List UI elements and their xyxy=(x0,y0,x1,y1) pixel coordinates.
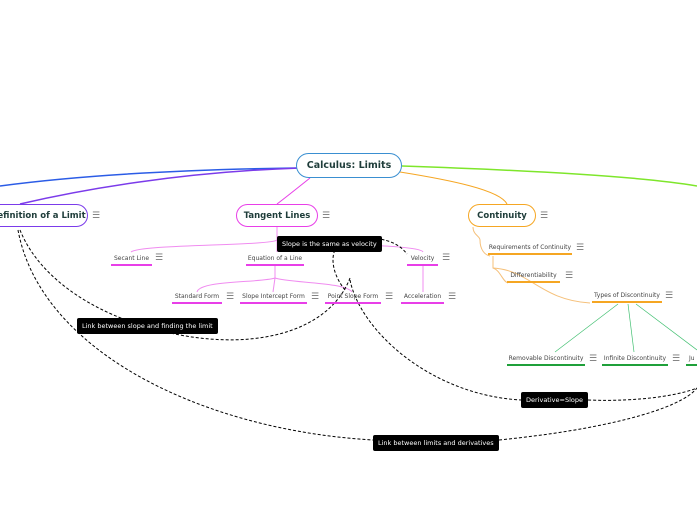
hamburger-icon[interactable]: ☰ xyxy=(385,292,394,302)
subtopic-differentiability[interactable]: Differentiability xyxy=(507,272,560,283)
relationship-label[interactable]: Derivative=Slope xyxy=(521,392,588,408)
hamburger-icon[interactable]: ☰ xyxy=(322,211,331,221)
hamburger-icon[interactable]: ☰ xyxy=(565,271,574,281)
hamburger-icon[interactable]: ☰ xyxy=(589,354,598,364)
subtopic-acceleration[interactable]: Acceleration xyxy=(401,293,444,304)
hamburger-icon[interactable]: ☰ xyxy=(226,292,235,302)
central-topic[interactable]: Calculus: Limits xyxy=(296,153,402,178)
hamburger-icon[interactable]: ☰ xyxy=(540,211,549,221)
topic-label: Tangent Lines xyxy=(243,210,311,221)
subtopic-removable-discontinuity[interactable]: Removable Discontinuity xyxy=(507,355,585,366)
subtopic-infinite-discontinuity[interactable]: Infinite Discontinuity xyxy=(602,355,668,366)
subtopic-point-slope-form[interactable]: Point Slope Form xyxy=(325,293,381,304)
subtopic-requirements-of-continuity[interactable]: Requirements of Continuity xyxy=(488,244,572,255)
subtopic-secant-line[interactable]: Secant Line xyxy=(111,255,152,266)
hamburger-icon[interactable]: ☰ xyxy=(311,292,320,302)
topic-definition-of-a-limit[interactable]: Definition of a Limit xyxy=(0,204,88,227)
hamburger-icon[interactable]: ☰ xyxy=(576,243,585,253)
hamburger-icon[interactable]: ☰ xyxy=(155,253,164,263)
hamburger-icon[interactable]: ☰ xyxy=(672,354,681,364)
subtopic-types-of-discontinuity[interactable]: Types of Discontinuity xyxy=(592,292,662,303)
hamburger-icon[interactable]: ☰ xyxy=(442,253,451,263)
subtopic-slope-intercept-form[interactable]: Slope Intercept Form xyxy=(240,293,307,304)
hamburger-icon[interactable]: ☰ xyxy=(92,211,101,221)
topic-continuity[interactable]: Continuity xyxy=(468,204,536,227)
topic-label: Continuity xyxy=(477,210,527,221)
subtopic-velocity[interactable]: Velocity xyxy=(407,255,438,266)
relationship-label[interactable]: Link between limits and derivatives xyxy=(373,435,499,451)
hamburger-icon[interactable]: ☰ xyxy=(448,292,457,302)
topic-label: Definition of a Limit xyxy=(0,210,86,221)
central-topic-label: Calculus: Limits xyxy=(306,160,392,171)
topic-tangent-lines[interactable]: Tangent Lines xyxy=(236,204,318,227)
subtopic-jump-discontinuity[interactable]: Ju xyxy=(686,355,697,366)
relationship-label[interactable]: Slope is the same as velocity xyxy=(277,236,382,252)
subtopic-standard-form[interactable]: Standard Form xyxy=(172,293,222,304)
relationship-label[interactable]: Link between slope and finding the limit xyxy=(77,318,218,334)
hamburger-icon[interactable]: ☰ xyxy=(665,291,674,301)
subtopic-equation-of-a-line[interactable]: Equation of a Line xyxy=(246,255,304,266)
